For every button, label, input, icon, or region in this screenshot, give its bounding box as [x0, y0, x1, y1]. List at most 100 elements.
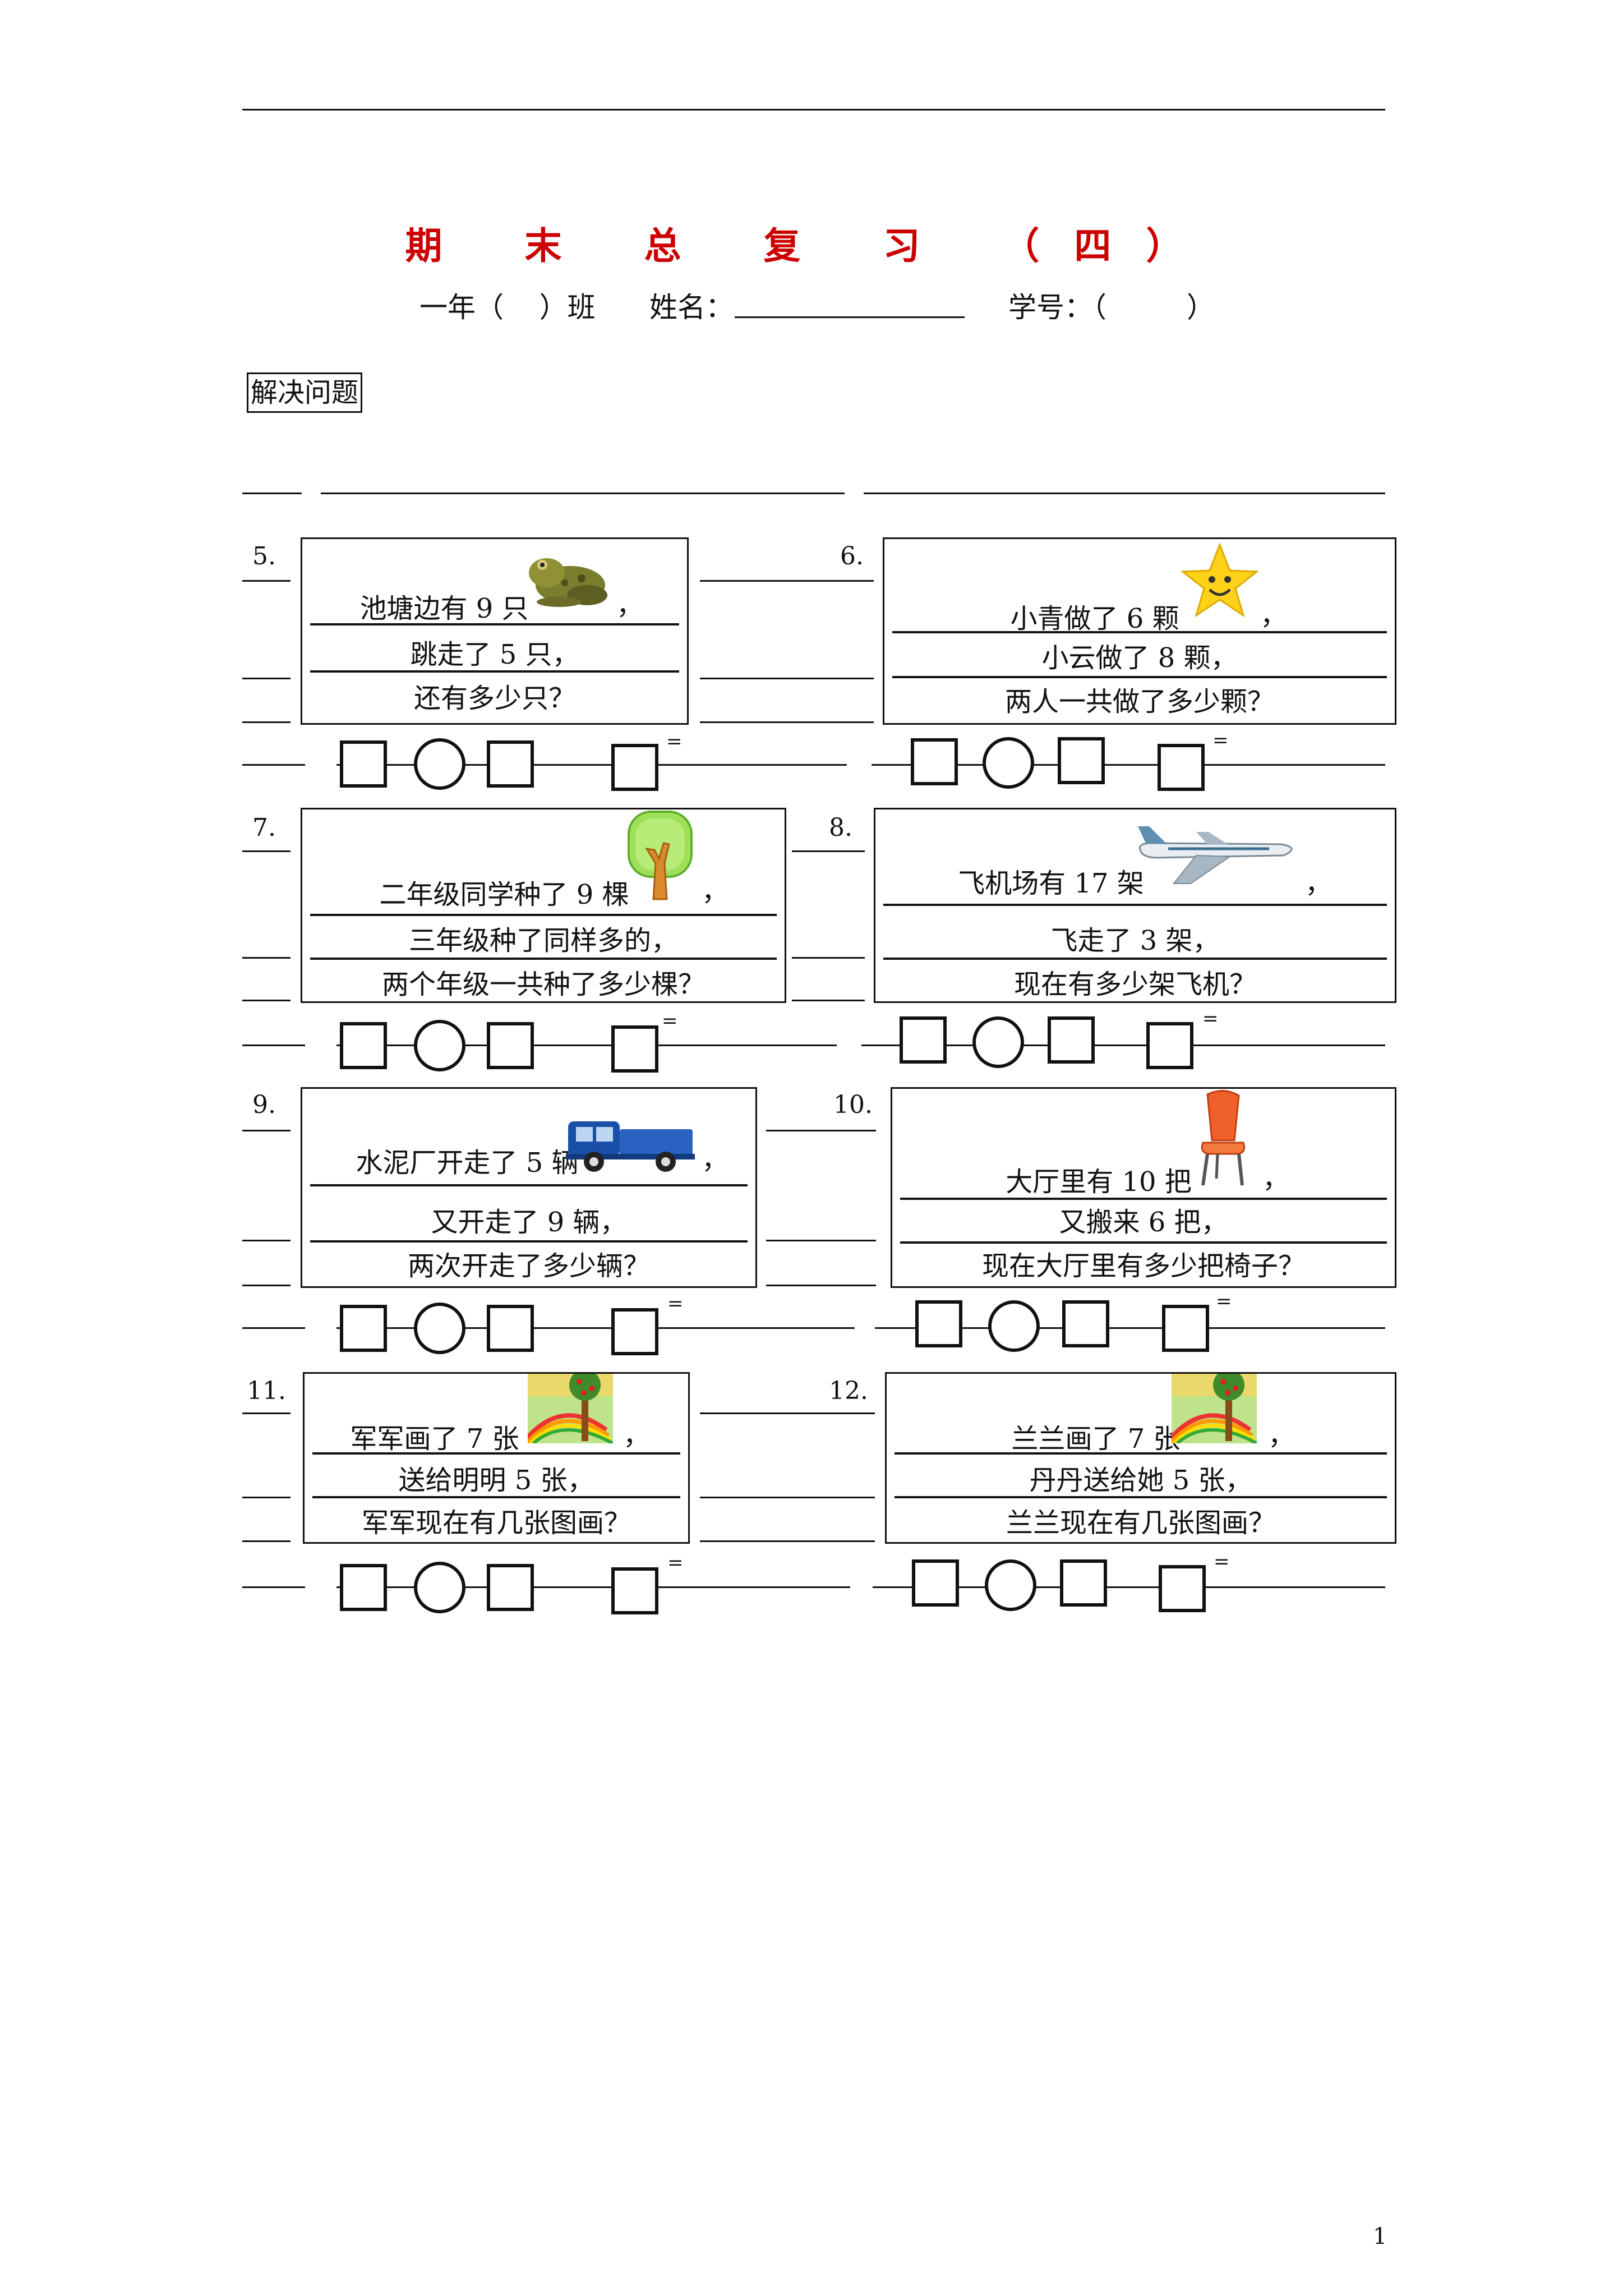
question-line-3: 现在大厅里有多少把椅子？	[981, 1250, 1305, 1282]
frog-icon	[529, 558, 607, 607]
writing-line	[792, 850, 865, 852]
writing-line	[792, 1000, 865, 1001]
question-line-3: 两人一共做了多少颗？	[1004, 686, 1274, 717]
answer-box[interactable]	[487, 1564, 534, 1611]
writing-line	[242, 1497, 291, 1498]
question-card: 军军画了 7 张 ， 送给明明 5 张， 军军现在有几张图画？	[303, 1372, 690, 1544]
question-line-3: 兰兰现在有几张图画？	[1006, 1507, 1275, 1539]
answer-box[interactable]	[1162, 1305, 1209, 1352]
question-comma: ，	[1305, 868, 1332, 899]
painting-icon	[1172, 1374, 1257, 1443]
writing-line	[242, 1327, 305, 1329]
answer-box[interactable]	[487, 1022, 534, 1069]
answer-box[interactable]	[1058, 737, 1105, 784]
writing-line	[875, 1327, 1385, 1329]
painting-icon	[528, 1374, 613, 1443]
answer-box[interactable]	[911, 738, 958, 785]
writing-line	[766, 1130, 876, 1131]
question-comma: ，	[616, 590, 644, 621]
page-number: 1	[1373, 2224, 1387, 2249]
writing-line	[242, 721, 291, 723]
operator-circle[interactable]	[414, 738, 465, 790]
question-line-1: 大厅里有 10 把	[1006, 1166, 1192, 1198]
operator-circle[interactable]	[972, 1016, 1024, 1068]
question-line-2: 又搬来 6 把，	[1059, 1207, 1228, 1238]
operator-circle[interactable]	[983, 737, 1034, 789]
tree-icon	[628, 811, 693, 900]
question-comma: ，	[1268, 1420, 1295, 1451]
writing-line	[242, 678, 291, 679]
question-comma: ，	[1260, 600, 1288, 631]
answer-box[interactable]	[1146, 1022, 1193, 1069]
writing-line	[700, 1540, 875, 1542]
answer-box[interactable]	[611, 744, 658, 791]
question-number: 9.	[252, 1091, 276, 1119]
question-number: 6.	[840, 542, 864, 570]
name-blank[interactable]	[735, 316, 965, 318]
operator-circle[interactable]	[985, 1559, 1036, 1611]
answer-box[interactable]	[1158, 744, 1205, 791]
question-card: 水泥厂开走了 5 辆 ， 又开走了 9 辆， 两次开走了多少辆？	[301, 1087, 757, 1288]
answer-box[interactable]	[1060, 1559, 1107, 1607]
question-line-3: 两个年级一共种了多少棵？	[381, 969, 705, 1000]
answer-box[interactable]	[611, 1308, 658, 1355]
question-line-3: 军军现在有几张图画？	[361, 1507, 631, 1539]
equals-sign: =	[1216, 1290, 1232, 1313]
answer-box[interactable]	[611, 1567, 658, 1614]
writing-line	[872, 764, 1385, 766]
header-rule	[242, 109, 1385, 111]
answer-box[interactable]	[340, 1305, 387, 1352]
answer-box[interactable]	[1048, 1016, 1095, 1064]
answer-box[interactable]	[487, 740, 534, 788]
question-line-3: 还有多少只？	[413, 683, 575, 714]
operator-circle[interactable]	[988, 1300, 1040, 1352]
writing-line	[336, 1327, 855, 1329]
answer-box[interactable]	[611, 1025, 658, 1073]
writing-line	[766, 1240, 876, 1241]
answer-box[interactable]	[915, 1300, 962, 1347]
equals-sign: =	[1212, 729, 1229, 752]
answer-box[interactable]	[1062, 1300, 1109, 1347]
writing-line	[242, 1240, 291, 1241]
question-comma: ，	[702, 1144, 729, 1175]
student-id-label: 学号：（ ）	[1008, 291, 1215, 324]
question-number: 5.	[252, 542, 276, 570]
writing-line	[242, 493, 302, 494]
question-line-2: 三年级种了同样多的，	[408, 925, 678, 956]
question-number: 12.	[829, 1377, 868, 1405]
answer-box[interactable]	[340, 1022, 387, 1069]
writing-line	[336, 764, 847, 766]
answer-box[interactable]	[900, 1016, 947, 1064]
question-comma: ，	[702, 876, 729, 907]
writing-line	[336, 1045, 837, 1046]
writing-line	[242, 850, 291, 852]
equals-sign: =	[1202, 1007, 1219, 1030]
operator-circle[interactable]	[414, 1303, 465, 1354]
writing-line	[242, 1045, 305, 1046]
question-line-1: 小青做了 6 颗	[1010, 603, 1179, 634]
question-line-2: 又开走了 9 辆，	[431, 1207, 627, 1238]
question-comma: ，	[623, 1420, 651, 1451]
question-line-1: 飞机场有 17 架	[958, 868, 1144, 899]
operator-circle[interactable]	[414, 1020, 465, 1071]
question-line-3: 两次开走了多少辆？	[407, 1250, 650, 1282]
equals-sign: =	[667, 1552, 684, 1574]
writing-line	[242, 1130, 291, 1131]
answer-box[interactable]	[340, 1564, 387, 1611]
question-number: 7.	[252, 813, 276, 842]
answer-box[interactable]	[340, 740, 387, 788]
question-comma: ，	[1262, 1163, 1290, 1194]
writing-line	[792, 957, 865, 959]
writing-line	[242, 1540, 291, 1542]
answer-box[interactable]	[912, 1559, 959, 1607]
writing-line	[700, 721, 874, 723]
answer-box[interactable]	[487, 1305, 534, 1352]
writing-line	[873, 1586, 1385, 1588]
answer-box[interactable]	[1159, 1565, 1206, 1612]
question-card: 大厅里有 10 把 ， 又搬来 6 把， 现在大厅里有多少把椅子？	[891, 1087, 1396, 1288]
question-line-2: 小云做了 8 颗，	[1041, 642, 1238, 674]
equals-sign: =	[666, 730, 683, 753]
writing-line	[700, 678, 874, 679]
writing-line	[864, 493, 1385, 494]
operator-circle[interactable]	[414, 1562, 465, 1613]
